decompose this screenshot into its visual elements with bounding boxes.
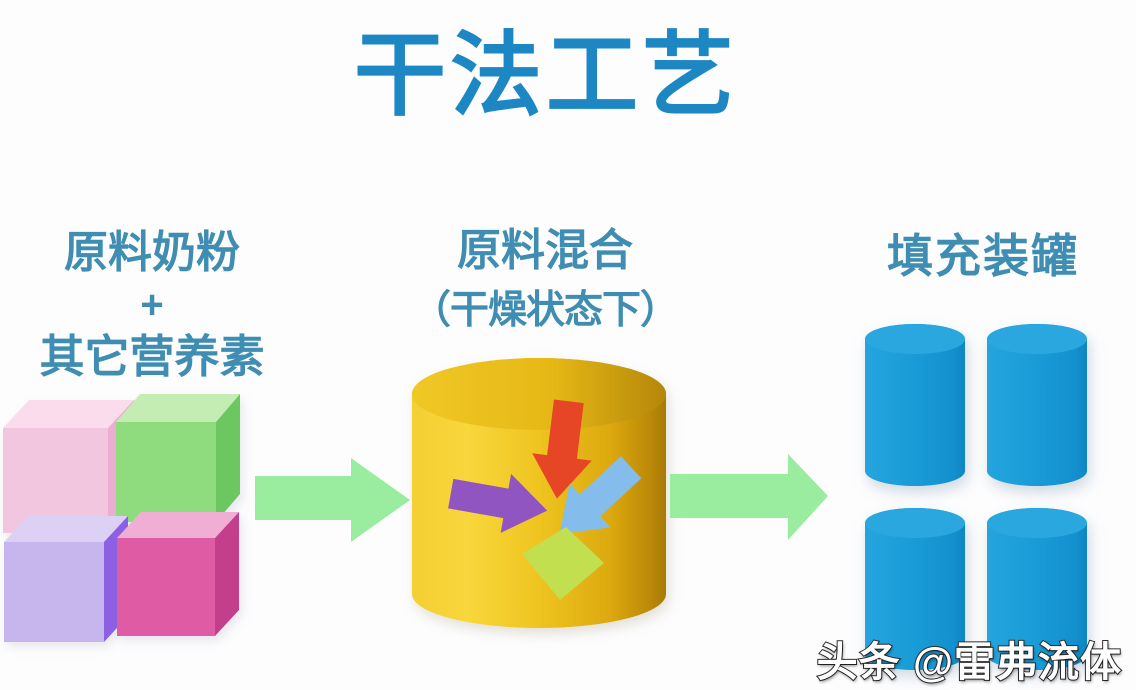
step-label-raw-materials: 原料奶粉 + 其它营养素: [8, 228, 296, 382]
cube-green: [116, 394, 240, 522]
cube-magenta: [117, 512, 239, 636]
step-label-filling: 填充装罐: [858, 230, 1108, 283]
cube-lavender: [4, 516, 128, 642]
right-arrow-icon: [670, 454, 828, 540]
drum-body: [412, 358, 666, 628]
flow-arrow-2: [670, 454, 828, 540]
mix-arrow-blue: [559, 456, 642, 535]
raw-materials-line2: 其它营养素: [39, 330, 265, 382]
dry-mixing-line2: （干燥状态下）: [411, 288, 679, 332]
can-1: [865, 324, 965, 486]
ingredient-cubes-graphic: [3, 394, 240, 642]
mix-arrow-red: [532, 399, 592, 499]
step-label-dry-mixing: 原料混合 （干燥状态下）: [380, 226, 710, 333]
can-4: [987, 508, 1087, 670]
can-2: [987, 324, 1087, 486]
right-arrow-icon: [255, 458, 410, 542]
watermark: 头条 @雷弗流体: [816, 638, 1122, 686]
filling-line1: 填充装罐: [887, 230, 1079, 282]
cube-pink: [3, 400, 134, 533]
dry-mixing-line1: 原料混合: [457, 226, 633, 275]
can-3: [865, 508, 965, 670]
mixing-drum-graphic: [412, 358, 666, 628]
flow-arrow-1: [255, 458, 410, 542]
plus-sign: +: [140, 282, 164, 327]
page-title: 干法工艺: [353, 25, 738, 127]
drum-lid: [412, 358, 666, 430]
raw-materials-line1: 原料奶粉: [64, 228, 240, 277]
mix-diamond-green: [522, 527, 604, 600]
mix-arrow-purple: [448, 473, 548, 533]
product-cans-graphic: [865, 324, 1087, 670]
mixing-arrows-icon: [448, 399, 642, 600]
